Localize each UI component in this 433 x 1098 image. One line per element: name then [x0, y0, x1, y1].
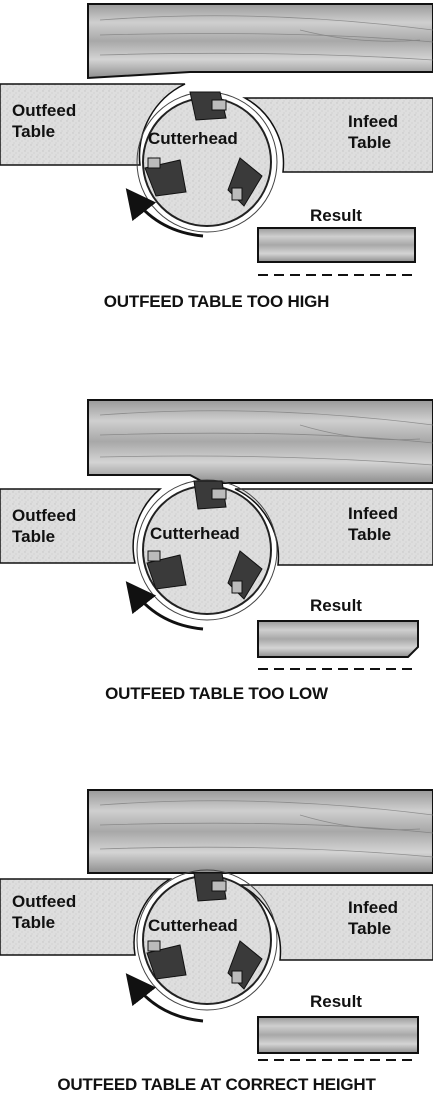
diagram-correct-height: Outfeed Table Infeed Table Cutterhead Re… — [0, 785, 433, 1098]
caption: OUTFEED TABLE AT CORRECT HEIGHT — [57, 1075, 376, 1094]
knife-left — [146, 550, 187, 590]
diagram-too-high-drawing — [0, 3, 433, 276]
knife-right — [227, 157, 263, 207]
knife-right — [227, 940, 263, 990]
diagram-too-low: Outfeed Table Infeed Table Cutterhead Re… — [0, 395, 433, 725]
caption: OUTFEED TABLE TOO LOW — [105, 684, 328, 703]
knife-top — [193, 872, 227, 902]
infeed-label: Infeed Table — [348, 112, 399, 152]
diagram-too-low-drawing — [0, 399, 433, 670]
infeed-table — [242, 97, 433, 173]
rotation-arrow — [125, 581, 204, 631]
knife-left — [144, 157, 187, 197]
wood-grain — [99, 410, 433, 466]
diagram-correct-height-drawing — [0, 789, 433, 1061]
knife-top — [189, 91, 227, 121]
wood-grain — [99, 15, 433, 61]
wood-grain — [99, 800, 433, 858]
knife-left — [146, 940, 187, 980]
result-board — [257, 1016, 419, 1054]
outfeed-label: Outfeed Table — [12, 506, 77, 546]
outfeed-label: Outfeed Table — [12, 101, 77, 141]
rotation-arrow — [125, 973, 204, 1023]
rotation-arrow — [125, 188, 204, 238]
outfeed-table — [0, 488, 163, 564]
diagram-too-high: Outfeed Table Infeed Table Cutterhead Re… — [0, 0, 433, 330]
workpiece-board — [87, 3, 433, 80]
workpiece-board — [87, 789, 433, 874]
infeed-table — [234, 488, 433, 566]
result-board — [257, 620, 419, 658]
infeed-label: Infeed Table — [348, 898, 399, 938]
cutterhead-label: Cutterhead — [148, 916, 238, 935]
result-label: Result — [310, 992, 362, 1011]
outfeed-table — [0, 878, 173, 956]
outfeed-label: Outfeed Table — [12, 892, 77, 932]
knife-top — [193, 480, 227, 510]
caption: OUTFEED TABLE TOO HIGH — [103, 292, 330, 311]
result-board — [257, 227, 416, 263]
cutterhead-label: Cutterhead — [148, 129, 238, 148]
infeed-label: Infeed Table — [348, 504, 399, 544]
cutterhead-label: Cutterhead — [150, 524, 240, 543]
result-label: Result — [310, 206, 362, 225]
knife-right — [227, 550, 263, 600]
result-label: Result — [310, 596, 362, 615]
